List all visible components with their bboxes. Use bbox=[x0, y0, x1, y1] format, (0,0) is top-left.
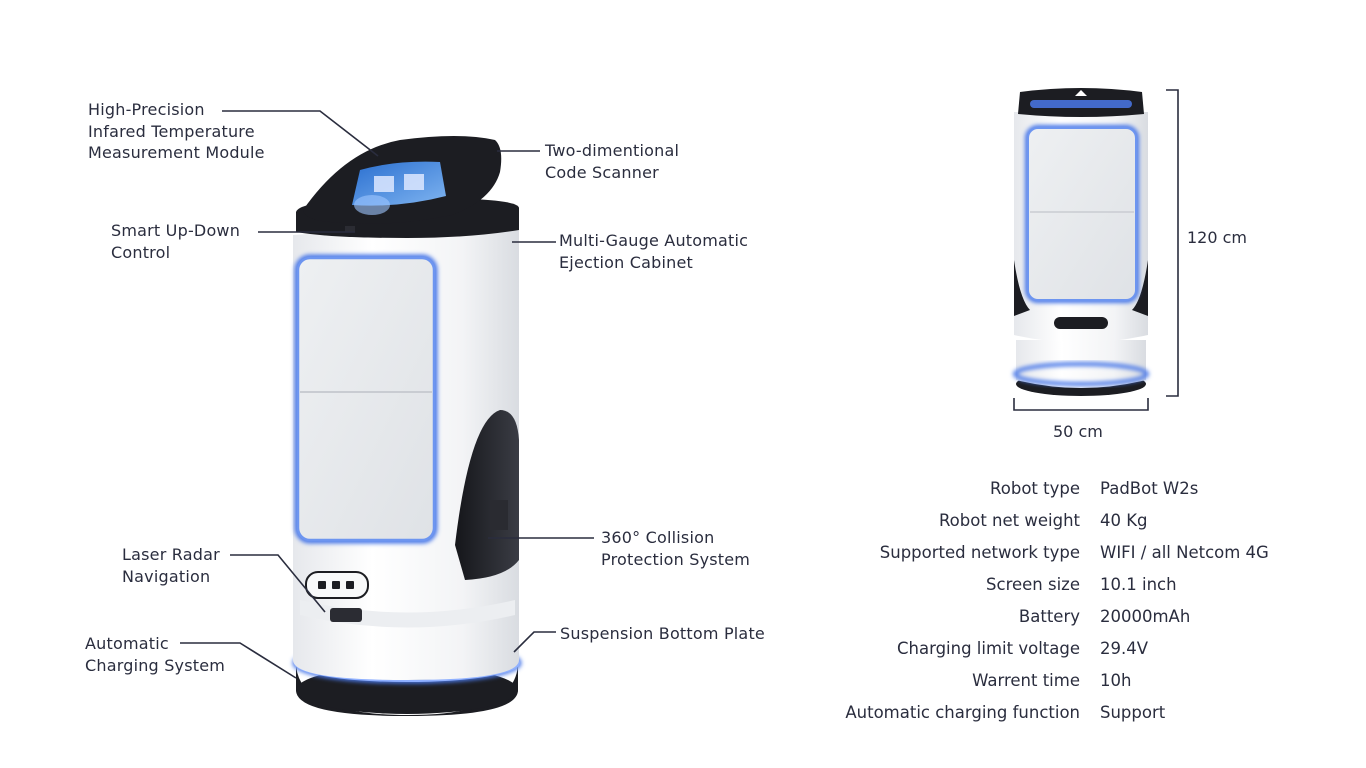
spec-value: 40 Kg bbox=[1100, 510, 1148, 530]
spec-label: Robot type bbox=[990, 478, 1080, 498]
callout-suspension: Suspension Bottom Plate bbox=[560, 623, 765, 645]
leader-radar bbox=[230, 554, 326, 613]
callout-text: Automatic bbox=[85, 634, 169, 653]
callout-temperature: High-Precision Infared Temperature Measu… bbox=[88, 99, 265, 164]
callout-radar: Laser Radar Navigation bbox=[122, 544, 220, 587]
callout-text: Multi-Gauge Automatic bbox=[559, 231, 749, 250]
leader-charging bbox=[180, 642, 297, 679]
spec-label: Screen size bbox=[986, 574, 1080, 594]
spec-row: Screen size 10.1 inch bbox=[820, 568, 1340, 600]
spec-value: Support bbox=[1100, 702, 1166, 722]
spec-row: Warrent time 10h bbox=[820, 664, 1340, 696]
spec-row: Robot type PadBot W2s bbox=[820, 472, 1340, 504]
spec-row: Supported network type WIFI / all Netcom… bbox=[820, 536, 1340, 568]
callout-text: High-Precision bbox=[88, 100, 205, 119]
spec-table: Robot type PadBot W2s Robot net weight 4… bbox=[820, 472, 1340, 728]
callout-lines bbox=[180, 110, 594, 679]
spec-label: Battery bbox=[1018, 606, 1080, 626]
spec-value: 10h bbox=[1100, 670, 1132, 690]
cabinet-door bbox=[296, 256, 436, 542]
callout-text: Suspension Bottom Plate bbox=[560, 624, 765, 643]
robot-large bbox=[292, 136, 522, 716]
spec-row: Automatic charging function Support bbox=[820, 696, 1340, 728]
callout-cabinet: Multi-Gauge Automatic Ejection Cabinet bbox=[559, 230, 748, 273]
callout-text: Control bbox=[111, 242, 171, 262]
callout-text: Code Scanner bbox=[545, 162, 659, 182]
spec-row: Battery 20000mAh bbox=[820, 600, 1340, 632]
callout-text: Navigation bbox=[122, 566, 211, 586]
leader-temperature bbox=[222, 110, 379, 157]
height-bracket bbox=[1166, 89, 1179, 397]
width-dimension-label: 50 cm bbox=[1053, 422, 1103, 441]
touch-screen bbox=[352, 161, 446, 206]
callout-text: Measurement Module bbox=[88, 143, 265, 162]
width-bracket bbox=[1013, 398, 1149, 411]
callout-text: Ejection Cabinet bbox=[559, 252, 693, 272]
callout-scanner: Two-dimentional Code Scanner bbox=[545, 140, 679, 183]
callout-collision: 360° Collision Protection System bbox=[601, 527, 750, 570]
spec-row: Charging limit voltage 29.4V bbox=[820, 632, 1340, 664]
callout-updown: Smart Up-Down Control bbox=[111, 220, 240, 263]
callout-charging: Automatic Charging System bbox=[85, 633, 225, 676]
callout-text: Protection System bbox=[601, 549, 751, 569]
dimension-lines bbox=[1013, 89, 1179, 411]
spec-label: Automatic charging function bbox=[845, 702, 1080, 722]
leader-suspension bbox=[513, 631, 556, 653]
spec-label: Warrent time bbox=[972, 670, 1080, 690]
spec-value: 10.1 inch bbox=[1100, 574, 1177, 594]
radar-sensor bbox=[330, 608, 362, 622]
height-dimension-label: 120 cm bbox=[1187, 228, 1248, 247]
spec-label: Charging limit voltage bbox=[896, 638, 1080, 658]
callout-text: Two-dimentional bbox=[545, 141, 680, 160]
callout-text: Charging System bbox=[85, 655, 226, 675]
spec-label: Robot net weight bbox=[938, 510, 1080, 530]
spec-label: Supported network type bbox=[879, 542, 1080, 562]
callout-text: Laser Radar bbox=[122, 545, 220, 564]
spec-value: 20000mAh bbox=[1100, 606, 1191, 626]
spec-row: Robot net weight 40 Kg bbox=[820, 504, 1340, 536]
callout-text: 360° Collision bbox=[601, 528, 715, 547]
robot-small bbox=[1013, 88, 1149, 396]
spec-value: WIFI / all Netcom 4G bbox=[1100, 542, 1269, 562]
callout-text: Infared Temperature bbox=[88, 121, 255, 141]
spec-value: PadBot W2s bbox=[1100, 478, 1199, 498]
spec-value: 29.4V bbox=[1100, 638, 1149, 658]
callout-text: Smart Up-Down bbox=[111, 221, 241, 240]
